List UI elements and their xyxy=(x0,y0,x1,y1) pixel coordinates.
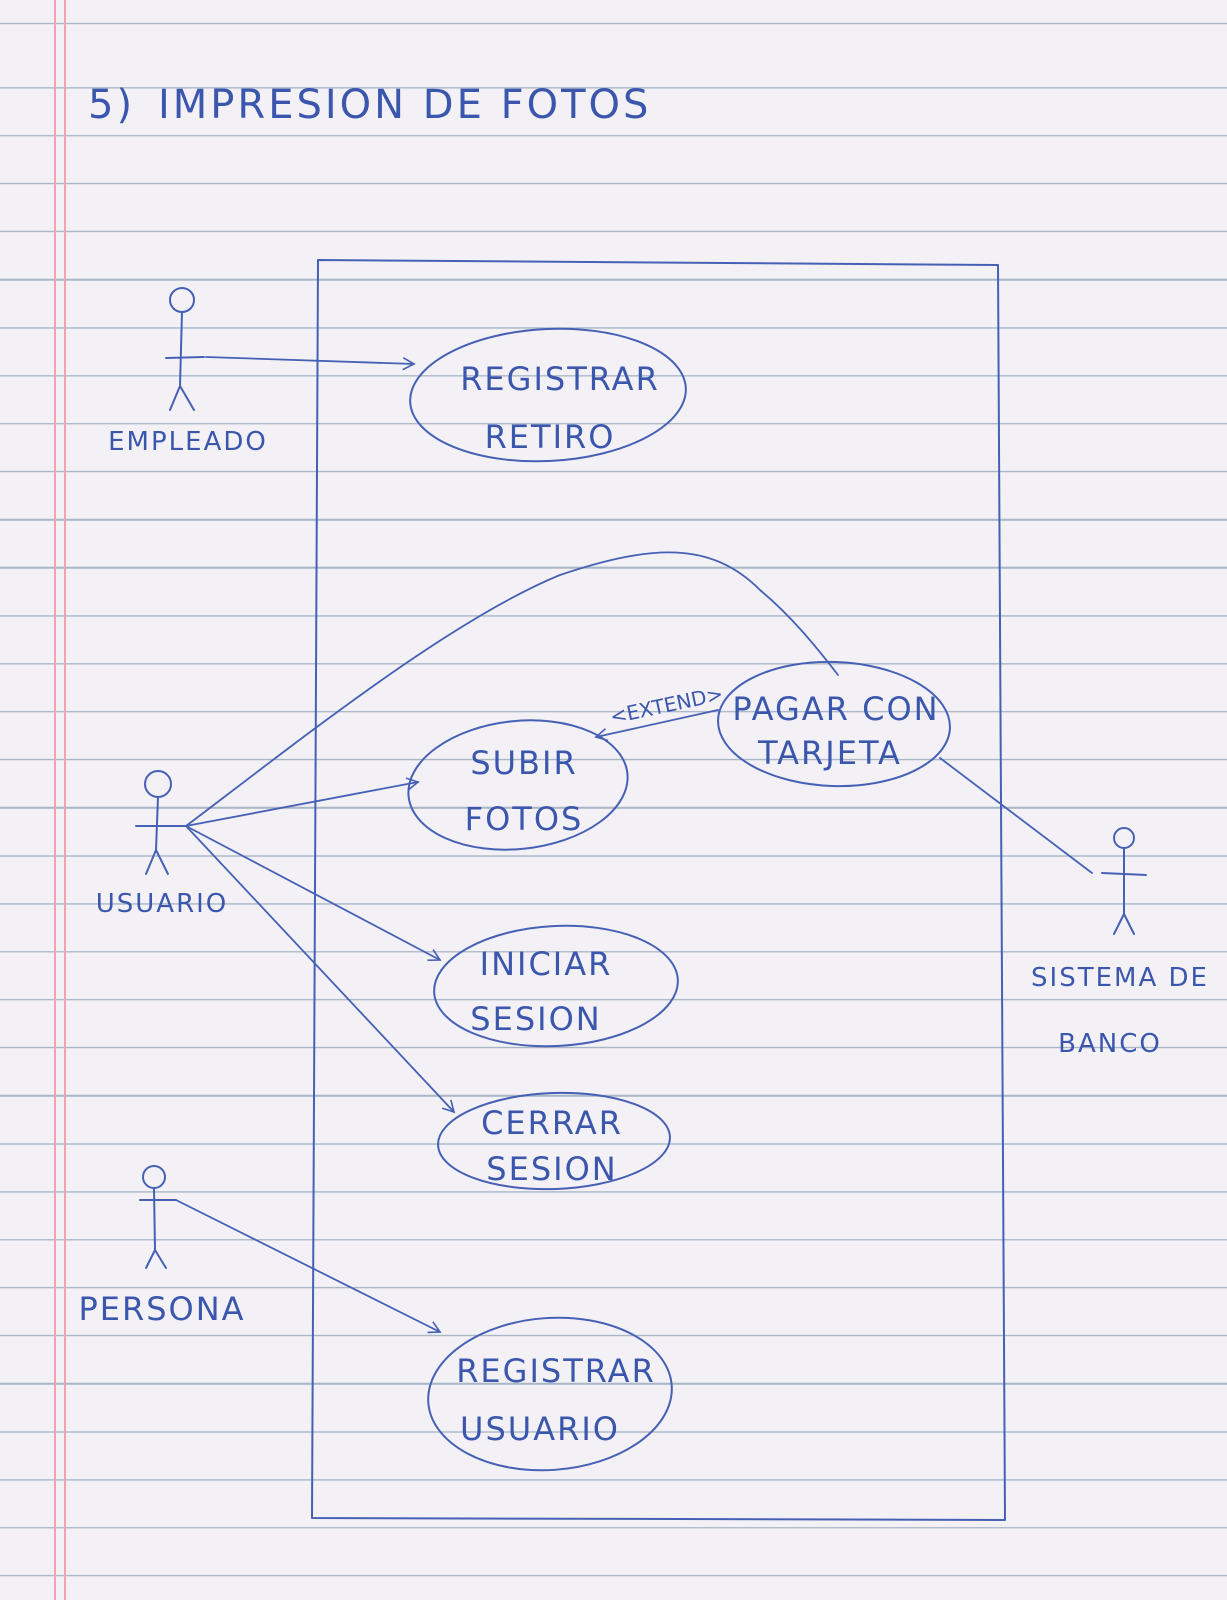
system-boundary xyxy=(311,259,1006,1521)
usecase-subir-fotos-line2: FOTOS xyxy=(465,800,584,838)
title-number: 5) xyxy=(88,82,135,128)
usecase-cerrar-sesion-line2: SESION xyxy=(486,1150,617,1188)
usecase-subir-fotos-ellipse xyxy=(407,719,629,851)
actor-usuario: USUARIO xyxy=(96,770,229,919)
usuario-subir-fotos-association xyxy=(185,777,420,827)
usuario-pagar-tarjeta-association xyxy=(185,551,839,827)
usecase-subir-fotos: SUBIR FOTOS xyxy=(407,719,629,851)
associations: <EXTEND> xyxy=(175,356,1093,1334)
actor-banco-label-line1: SISTEMA DE xyxy=(1031,963,1209,993)
title-text: IMPRESION DE FOTOS xyxy=(158,82,651,128)
actor-empleado-head xyxy=(169,287,195,313)
usecase-cerrar-sesion-ellipse xyxy=(437,1091,671,1191)
usecase-registrar-retiro-ellipse xyxy=(409,327,687,463)
actor-persona: PERSONA xyxy=(78,1165,245,1328)
actor-empleado-label: EMPLEADO xyxy=(108,427,268,457)
usecase-pagar-tarjeta-line2: TARJETA xyxy=(757,734,902,772)
usecase-registrar-retiro-line2: RETIRO xyxy=(485,418,616,456)
usecase-registrar-usuario-line1: REGISTRAR xyxy=(456,1352,656,1390)
actor-empleado: EMPLEADO xyxy=(108,287,268,457)
banco-pagar-tarjeta-association xyxy=(939,757,1093,874)
actor-persona-label: PERSONA xyxy=(78,1290,245,1328)
usecase-pagar-tarjeta-line1: PAGAR CON xyxy=(732,690,939,728)
actor-persona-body xyxy=(139,1187,177,1269)
usecase-subir-fotos-line1: SUBIR xyxy=(470,744,577,782)
usuario-iniciar-sesion-association xyxy=(185,825,442,961)
usecase-pagar-tarjeta-ellipse xyxy=(717,660,951,788)
usecase-registrar-retiro-line1: REGISTRAR xyxy=(460,360,660,398)
actor-usuario-label: USUARIO xyxy=(96,889,229,919)
actor-usuario-body xyxy=(135,796,189,875)
usecase-registrar-retiro: REGISTRAR RETIRO xyxy=(409,327,687,463)
usecase-registrar-usuario: REGISTRAR USUARIO xyxy=(427,1316,673,1472)
actor-persona-head xyxy=(142,1165,166,1189)
extend-relation-line xyxy=(594,709,719,742)
usecase-cerrar-sesion-line1: CERRAR xyxy=(481,1104,623,1142)
usecase-iniciar-sesion-line2: SESION xyxy=(470,1000,601,1038)
usecase-registrar-usuario-ellipse xyxy=(427,1316,673,1472)
actor-empleado-body xyxy=(165,311,205,411)
usecase-registrar-usuario-line2: USUARIO xyxy=(460,1410,620,1448)
usecase-pagar-tarjeta: PAGAR CON TARJETA xyxy=(717,660,951,788)
actor-sistema-banco: SISTEMA DE BANCO xyxy=(1031,827,1209,1059)
actor-banco-head xyxy=(1113,827,1135,849)
diagram-title: 5) IMPRESION DE FOTOS xyxy=(88,82,651,128)
empleado-registrar-retiro-association xyxy=(205,356,416,371)
usecase-iniciar-sesion-line1: INICIAR xyxy=(480,945,613,983)
usecase-iniciar-sesion-ellipse xyxy=(433,924,679,1048)
usuario-cerrar-sesion-association xyxy=(185,825,456,1114)
actor-usuario-head xyxy=(144,770,172,798)
usecase-iniciar-sesion: INICIAR SESION xyxy=(433,924,679,1048)
actor-banco-label-line2: BANCO xyxy=(1058,1029,1162,1059)
actor-banco-body xyxy=(1101,847,1147,935)
persona-registrar-usuario-association xyxy=(175,1199,442,1334)
usecase-cerrar-sesion: CERRAR SESION xyxy=(437,1091,671,1191)
